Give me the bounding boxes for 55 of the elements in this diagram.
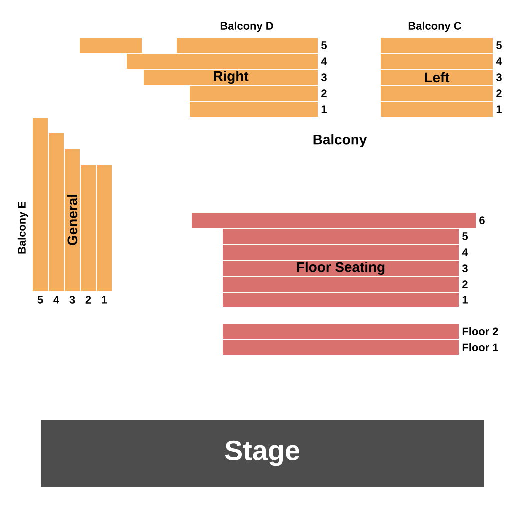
row-label: Floor 1 (462, 343, 498, 352)
row-number: 5 (462, 232, 468, 240)
seating-row (381, 86, 493, 101)
row-number: 1 (322, 106, 327, 114)
seating-column (49, 133, 64, 291)
seating-row (223, 277, 459, 292)
row-number: 3 (70, 296, 76, 304)
node-label: Left (425, 72, 450, 83)
seating-row (223, 245, 459, 260)
seating-column (97, 165, 112, 291)
row-number: 3 (496, 74, 502, 82)
seating-row: Right (144, 70, 318, 85)
row-number: 4 (321, 58, 328, 66)
row-label: Floor 2 (462, 327, 498, 336)
seating-column (81, 165, 96, 291)
row-number: 2 (496, 90, 502, 98)
section-label: Balcony E (18, 202, 28, 254)
row-number: 5 (496, 42, 502, 50)
row-number: 5 (322, 42, 327, 50)
row-number: 5 (38, 296, 44, 304)
seating-row (381, 102, 493, 117)
row-number: 1 (496, 106, 502, 114)
row-number: 1 (102, 296, 108, 304)
section-label: Balcony D (220, 22, 274, 32)
row-number: 6 (480, 216, 485, 224)
row-number: 1 (462, 296, 468, 304)
seating-row (381, 38, 493, 53)
seating-row (223, 229, 459, 244)
row-number: 2 (462, 280, 468, 288)
row-number: 4 (54, 296, 60, 304)
seating-row (381, 54, 493, 69)
row-number: 3 (462, 264, 468, 272)
seating-column: General (65, 149, 80, 291)
seating-row (190, 102, 318, 117)
row-number: 4 (462, 248, 468, 256)
seating-row (192, 213, 476, 228)
section-label: Balcony (314, 134, 368, 148)
row-number: 2 (86, 296, 92, 304)
node-label: Right (214, 70, 249, 84)
row-number: 2 (322, 90, 327, 98)
seating-column (33, 118, 48, 291)
seating-row (80, 38, 142, 53)
row-number: 3 (321, 74, 327, 82)
section-label: Balcony C (408, 22, 462, 32)
node-label: General (67, 195, 78, 246)
stage-block: Stage (41, 420, 484, 487)
node-label: Floor Seating (297, 262, 385, 276)
seating-row (177, 38, 318, 53)
seating-row (190, 86, 318, 101)
seating-row (223, 293, 459, 307)
seating-row: Left (381, 70, 493, 85)
seating-row (223, 340, 459, 355)
seating-row: Floor Seating (223, 261, 459, 276)
row-number: 4 (496, 58, 502, 66)
seating-row (223, 324, 459, 339)
